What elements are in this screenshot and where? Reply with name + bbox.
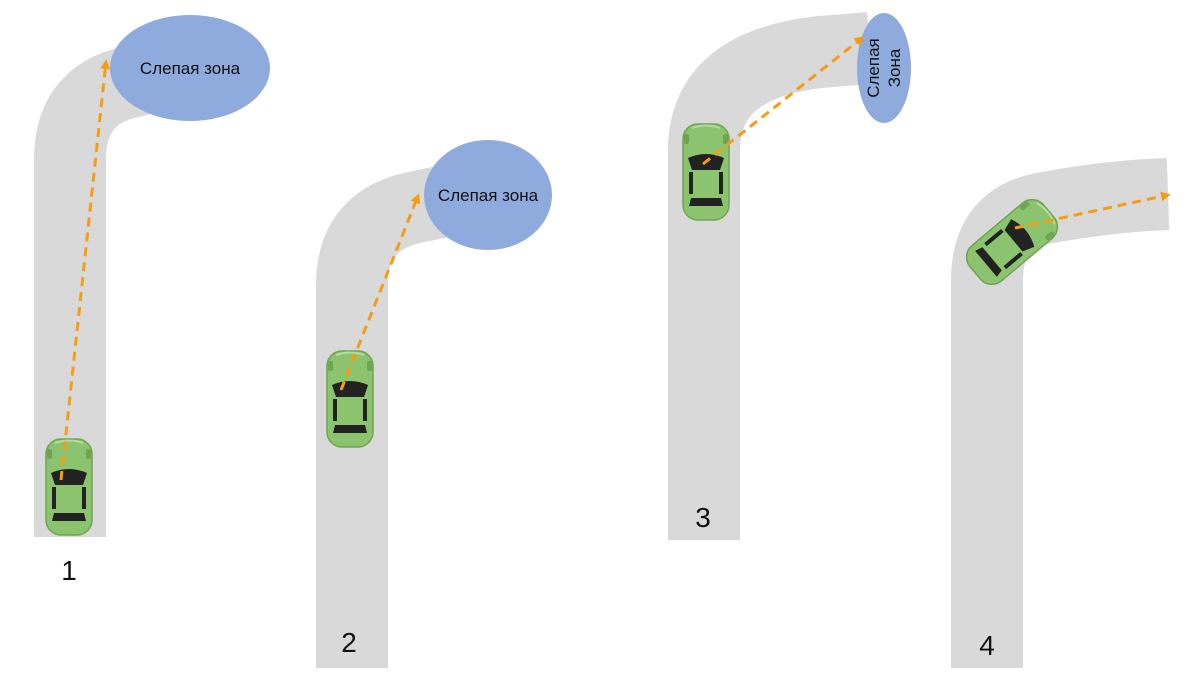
- road-3: [668, 12, 873, 540]
- sight-line-2: [339, 193, 421, 391]
- car-3: [682, 123, 730, 221]
- step-number-2: 2: [341, 627, 357, 658]
- blind-zone-1-label: Слепая зона: [140, 59, 241, 78]
- blind-zone-2: [424, 140, 552, 250]
- blind-zone-2-label: Слепая зона: [438, 186, 539, 205]
- car-1: [45, 438, 93, 536]
- step-number-4: 4: [979, 630, 995, 661]
- scene-4: 4: [951, 158, 1171, 668]
- sight-line-1: [59, 59, 111, 481]
- scene-3: Слепая Зона 3: [668, 12, 911, 540]
- blind-zone-3-label: Слепая Зона: [864, 38, 904, 98]
- sight-line-4: [1014, 191, 1171, 230]
- scene-2: Слепая зона 2: [316, 140, 552, 668]
- step-number-1: 1: [61, 555, 77, 586]
- road-2: [316, 164, 458, 668]
- blind-zone-1: [110, 15, 270, 121]
- sight-line-3: [702, 36, 865, 166]
- car-2: [326, 350, 374, 448]
- step-number-3: 3: [695, 502, 711, 533]
- scene-1: Слепая зона 1: [34, 15, 270, 586]
- blind-zone-3-label-line-2: Зона: [885, 48, 904, 87]
- blind-zone-3: [857, 13, 911, 123]
- blind-zone-3-label-line-1: Слепая: [864, 38, 883, 98]
